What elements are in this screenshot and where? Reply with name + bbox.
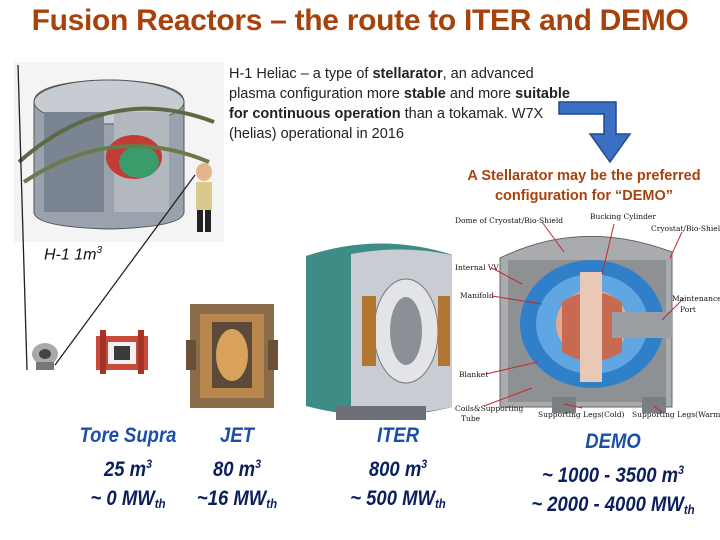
- zoom-lines: [17, 64, 196, 371]
- label-legs-warm: Supporting Legs(Warm): [632, 410, 720, 419]
- label-manifold: Manifold: [460, 291, 494, 300]
- label-coils: Coils&Supporting: [455, 404, 524, 413]
- h1-label: H-1 1m3: [44, 245, 103, 264]
- label-tube: Tube: [461, 414, 481, 423]
- h1-heliac-image: [14, 62, 224, 242]
- jet-icon: [186, 304, 278, 408]
- slide-title: Fusion Reactors – the route to ITER and …: [31, 4, 689, 37]
- machine-label-iter: ITER 800 m3 ~ 500 MWth: [350, 424, 446, 511]
- label-blanket: Blanket: [459, 370, 489, 379]
- label-dome: Dome of Cryostat/Bio-Shield: [455, 216, 564, 225]
- machine-label-tore-supra: Tore Supra 25 m3 ~ 0 MWth: [79, 424, 177, 511]
- machine-label-demo: DEMO ~ 1000 - 3500 m3 ~ 2000 - 4000 MWth: [531, 430, 695, 517]
- label-bucking: Bucking Cylinder: [590, 212, 656, 221]
- label-cryostat: Cryostat/Bio-Shield: [651, 224, 720, 233]
- iter-icon: [306, 243, 456, 420]
- stellarator-note: A Stellarator may be the preferred confi…: [467, 168, 701, 204]
- tore-supra-icon: [96, 330, 148, 374]
- demo-diagram: [452, 212, 720, 424]
- h1-small-icon: [32, 343, 58, 370]
- label-legs-cold: Supporting Legs(Cold): [538, 410, 625, 419]
- bent-arrow-icon: [558, 101, 632, 164]
- description-text: H-1 Heliac – a type of stellarator, an a…: [229, 66, 570, 142]
- label-port: Port: [680, 305, 696, 314]
- label-internal-vv: Internal VV: [455, 263, 499, 272]
- machine-label-jet: JET 80 m3 ~16 MWth: [196, 424, 278, 511]
- label-maintenance: Maintenance: [672, 294, 720, 303]
